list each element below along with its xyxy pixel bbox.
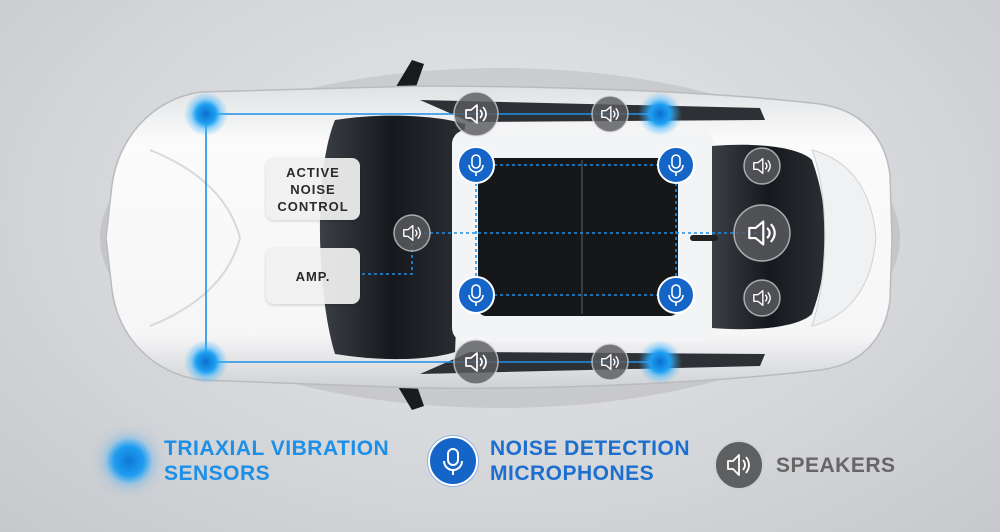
active-noise-control-label: ACTIVE NOISE CONTROL [266, 158, 360, 220]
vibration-sensor-rear-right [638, 340, 682, 384]
microphone-rear-left [657, 146, 695, 184]
microphone-rear-right [657, 276, 695, 314]
speaker-rear-shelf-center [733, 204, 791, 262]
legend-speakers-text: SPEAKERS [776, 453, 896, 477]
sensor-wiring [205, 113, 660, 363]
windshield [319, 115, 465, 360]
legend-microphones-text: NOISE DETECTION MICROPHONES [490, 437, 691, 485]
trunk [811, 149, 877, 327]
amp-label: AMP. [266, 248, 360, 304]
sunroof [478, 158, 678, 316]
legend-speakers: SPEAKERS [714, 440, 896, 490]
legend-microphones: NOISE DETECTION MICROPHONES [428, 436, 690, 486]
antenna [690, 235, 718, 241]
speaker-rear-shelf-left [743, 147, 781, 185]
speaker-icon [714, 440, 764, 490]
mic-wiring [362, 164, 760, 296]
vibration-sensor-front-left [184, 92, 228, 136]
speaker-front-door-left [453, 91, 499, 137]
speakers [393, 91, 791, 385]
speaker-front-door-right [453, 339, 499, 385]
vibration-sensor-front-right [184, 340, 228, 384]
speaker-rear-door-right [591, 343, 629, 381]
microphone-icon [428, 436, 478, 486]
hood-crease [149, 149, 242, 327]
microphone-front-left [457, 146, 495, 184]
legend-vibration-text: TRIAXIAL VIBRATION SENSORS [164, 437, 390, 485]
vibration-sensor-rear-left [638, 92, 682, 136]
speaker-rear-shelf-right [743, 279, 781, 317]
speaker-dash-center [393, 214, 431, 252]
legend-vibration-sensors: TRIAXIAL VIBRATION SENSORS [106, 436, 389, 486]
microphone-front-right [457, 276, 495, 314]
triaxial-vibration-sensor-icon [106, 438, 152, 484]
speaker-rear-door-left [591, 95, 629, 133]
